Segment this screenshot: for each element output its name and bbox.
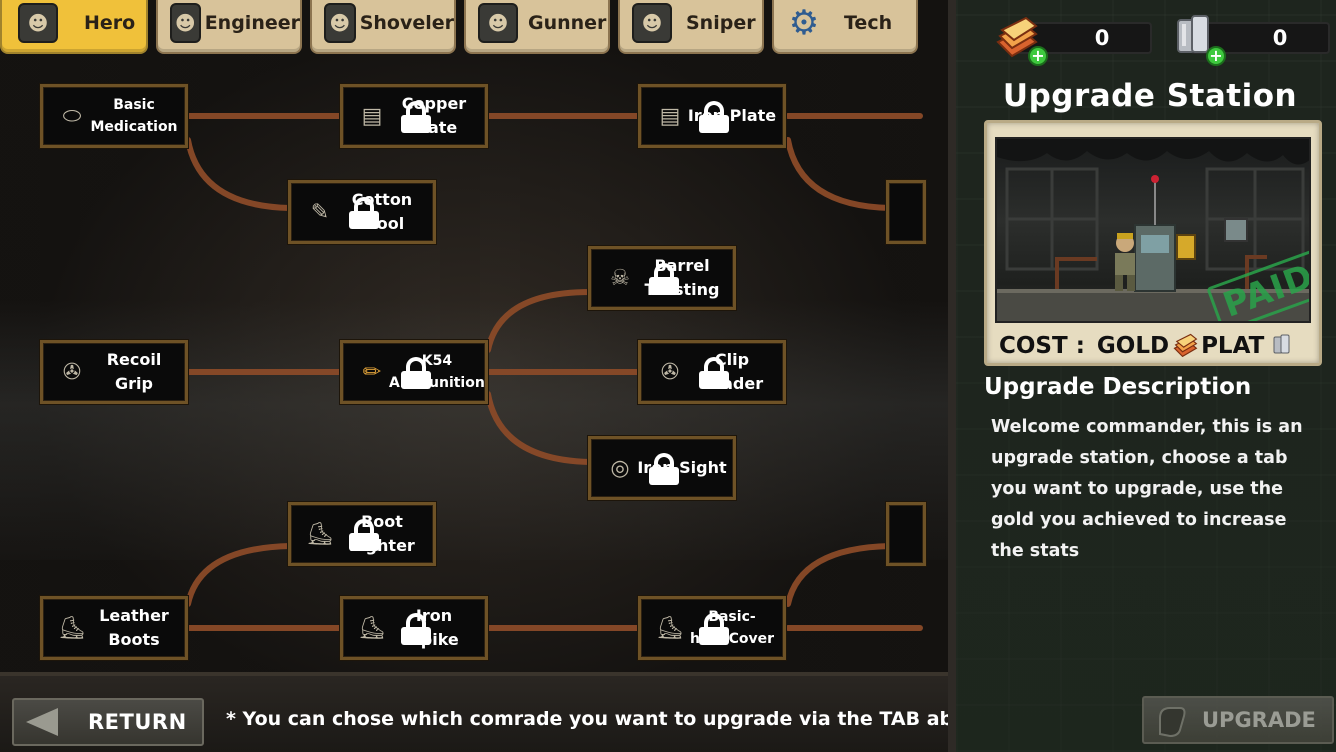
tab-hint-text: * You can chose which comrade you want t… <box>226 708 992 730</box>
upgrade-node-copper-plate[interactable]: ▤ Copper Plate <box>340 84 488 148</box>
tab-label: Engineer <box>204 12 300 34</box>
cost-gold-label: GOLD <box>1096 333 1170 359</box>
upgrade-node-basic-medication[interactable]: ⬭ Basic Medication <box>40 84 188 148</box>
upgrade-label: UPGRADE <box>1202 708 1316 732</box>
boot-icon: ⛸ <box>358 615 386 641</box>
gear-icon: ⚙ <box>788 3 820 43</box>
lock-icon <box>401 101 431 133</box>
description-heading: Upgrade Description <box>984 374 1252 400</box>
upgrade-hand-icon <box>1159 707 1186 738</box>
upgrade-button[interactable]: UPGRADE <box>1142 696 1334 744</box>
vest-icon: ▤ <box>361 103 383 129</box>
upgrade-node-leather-boots[interactable]: ⛸ Leather Boots <box>40 596 188 660</box>
connector-curve <box>485 289 593 353</box>
tab-tech[interactable]: ⚙ Tech <box>772 0 918 54</box>
panel-title: Upgrade Station <box>1002 78 1298 114</box>
tab-label: Sniper <box>686 12 756 34</box>
cost-row: COST : GOLD PLAT <box>999 331 1319 361</box>
pill-icon: ⬭ <box>62 103 82 129</box>
platinum-bar-icon <box>1273 334 1290 354</box>
grip-icon: ✇ <box>62 359 82 385</box>
upgrade-node-recoil-grip[interactable]: ✇ Recoil Grip <box>40 340 188 404</box>
upgrade-node-boot-fighter[interactable]: ⛸ Boot Fighter <box>288 502 436 566</box>
cost-plat-label: PLAT <box>1201 333 1265 359</box>
lock-icon <box>401 357 431 389</box>
lock-icon <box>699 357 729 389</box>
lock-icon <box>649 263 679 295</box>
plat-currency: + 0 <box>1170 15 1330 66</box>
lock-icon <box>649 453 679 485</box>
tab-label: Shoveler <box>359 12 454 34</box>
gunner-portrait-icon: ☻ <box>478 3 518 43</box>
sniper-portrait-icon: ☻ <box>632 3 672 43</box>
tab-label: Tech <box>844 12 893 34</box>
return-button[interactable]: RETURN <box>12 698 204 746</box>
upgrade-node-basic-heel-cover[interactable]: ⛸ Basic- heel Cover <box>638 596 786 660</box>
skill-tree-area: ☻ Hero ☻ Engineer ☻ Shoveler ☻ Gunner ☻ … <box>0 0 948 672</box>
connector-curve <box>785 543 893 607</box>
shoveler-portrait-icon: ☻ <box>324 3 356 43</box>
upgrade-node-clip-loader[interactable]: ✇ Clip Loader <box>638 340 786 404</box>
cost-label: COST : <box>999 333 1085 359</box>
upgrade-node-barrel-twisting[interactable]: ☠ Barrel Twisting <box>588 246 736 310</box>
connector-curve <box>485 391 593 465</box>
sight-icon: ◎ <box>610 455 630 481</box>
platinum-bar-icon <box>1177 15 1209 53</box>
connector-curve <box>785 137 893 211</box>
boot-icon: ⛸ <box>656 615 684 641</box>
upgrade-preview-card: PAID COST : GOLD PLAT <box>984 120 1322 366</box>
connector-curve <box>185 543 293 607</box>
upgrade-node-iron-sight[interactable]: ◎ Iron Sight <box>588 436 736 500</box>
boot-icon: ⛸ <box>306 521 334 547</box>
clip-icon: ✇ <box>660 359 680 385</box>
upgrade-node-k54-ammunition[interactable]: ✏ K54 Ammunition <box>340 340 488 404</box>
tab-engineer[interactable]: ☻ Engineer <box>156 0 302 54</box>
back-arrow-icon <box>26 708 58 736</box>
lock-icon <box>349 519 379 551</box>
tab-label: Gunner <box>528 12 607 34</box>
lock-icon <box>699 101 729 133</box>
gold-value: 0 <box>1094 26 1110 50</box>
add-gold-button[interactable]: + <box>1028 46 1048 66</box>
upgrade-node-offscreen[interactable] <box>886 180 926 244</box>
tab-hero[interactable]: ☻ Hero <box>0 0 148 54</box>
node-label: Leather Boots <box>99 606 169 649</box>
node-label: Basic Medication <box>90 97 178 135</box>
gold-bar-icon <box>1173 333 1198 358</box>
upgrade-station-preview-image: PAID <box>995 137 1311 323</box>
boot-icon: ⛸ <box>58 615 86 641</box>
vest-icon: ▤ <box>659 103 681 129</box>
hero-portrait-icon: ☻ <box>18 3 58 43</box>
gold-currency: + 0 <box>992 16 1152 66</box>
tab-label: Hero <box>84 12 136 34</box>
syringe-icon: ✎ <box>310 199 330 225</box>
lock-icon <box>401 613 431 645</box>
bottom-bar: RETURN * You can chose which comrade you… <box>0 672 991 752</box>
upgrade-node-iron-plate[interactable]: ▤ Iron Plate <box>638 84 786 148</box>
tab-gunner[interactable]: ☻ Gunner <box>464 0 610 54</box>
bullet-icon: ✏ <box>362 359 382 385</box>
tab-sniper[interactable]: ☻ Sniper <box>618 0 764 54</box>
upgrade-station-panel: + 0 + 0 Upgrade Station <box>948 0 1336 752</box>
tree-connectors <box>185 113 923 631</box>
upgrade-node-cotton-wool[interactable]: ✎ Cotton Wool <box>288 180 436 244</box>
upgrade-node-offscreen[interactable] <box>886 502 926 566</box>
upgrade-node-iron-spike[interactable]: ⛸ Iron Spike <box>340 596 488 660</box>
gold-value-bar <box>1012 22 1152 54</box>
node-label: Recoil Grip <box>106 350 162 393</box>
engineer-portrait-icon: ☻ <box>170 3 201 43</box>
tab-shoveler[interactable]: ☻ Shoveler <box>310 0 456 54</box>
connector-curve <box>185 137 293 211</box>
description-text: Welcome commander, this is an upgrade st… <box>991 417 1303 561</box>
gold-bar-icon <box>996 16 1038 58</box>
lock-icon <box>699 613 729 645</box>
plat-value: 0 <box>1272 26 1288 50</box>
add-plat-button[interactable]: + <box>1206 46 1226 66</box>
skull-x2-icon: ☠ <box>610 265 630 291</box>
lock-icon <box>349 197 379 229</box>
return-label: RETURN <box>88 710 187 734</box>
